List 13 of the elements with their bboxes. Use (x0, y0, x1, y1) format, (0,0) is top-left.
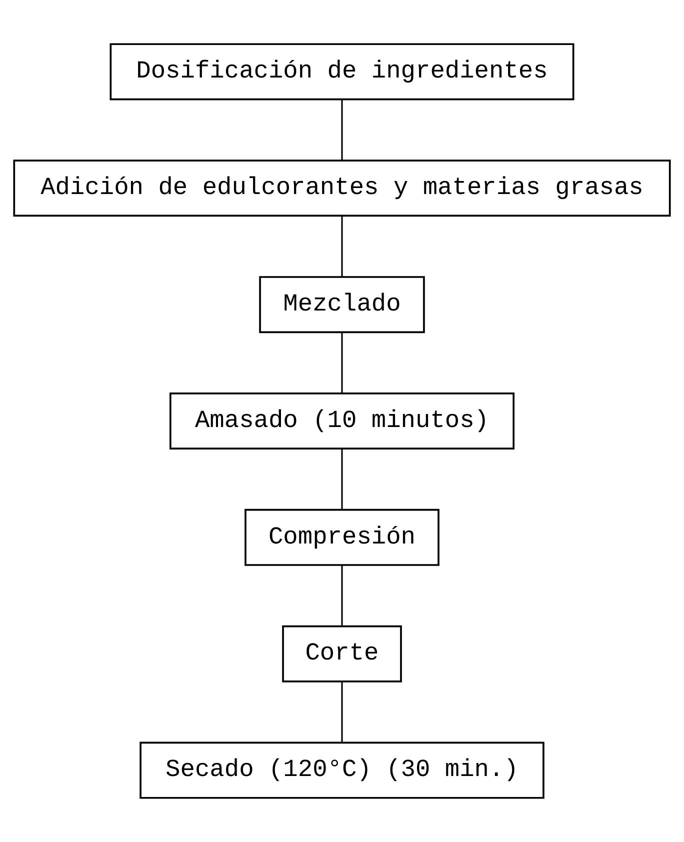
connector (341, 448, 343, 510)
node-box: Amasado (10 minutos) (170, 392, 514, 450)
connector (341, 565, 343, 626)
node-box: Compresión (244, 508, 440, 566)
node-box: Dosificación de ingredientes (110, 43, 574, 100)
node-box: Secado (120°C) (30 min.) (140, 742, 544, 799)
node-box: Corte (282, 625, 402, 682)
connector (341, 682, 343, 743)
node-box: Adición de edulcorantes y materias grasas (13, 160, 671, 217)
connector (341, 216, 343, 277)
connector (341, 100, 343, 160)
node-box: Mezclado (259, 276, 425, 334)
connector (341, 332, 343, 394)
